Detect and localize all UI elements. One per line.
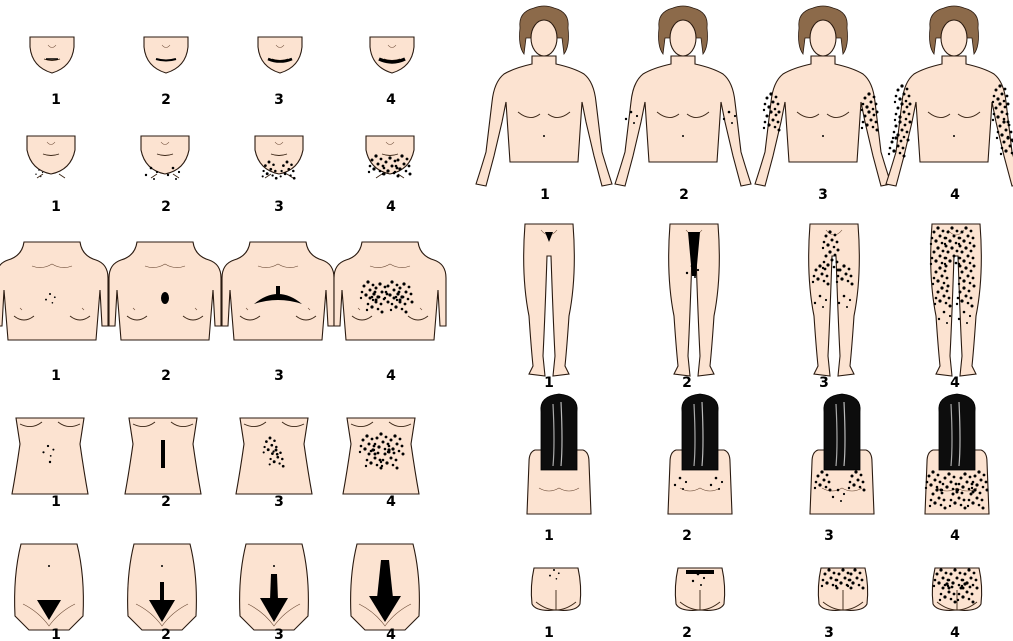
upper-arm-label-2: 2 [679, 187, 689, 203]
lower-abdomen-figure-4 [351, 544, 420, 630]
lower-abdomen-label-3: 3 [274, 627, 284, 641]
chin-figure-1 [27, 136, 75, 178]
upper-back-label-4: 4 [950, 528, 960, 544]
lower-abdomen-figure-1 [15, 544, 84, 630]
lower-abdomen-figure-3 [240, 544, 309, 630]
row-upper-arm: 1 2 3 4 [476, 6, 1013, 203]
lower-back-label-2: 2 [682, 625, 692, 641]
upper-lip-figure-3 [258, 37, 302, 73]
chest-label-4: 4 [386, 368, 396, 384]
chest-label-2: 2 [161, 368, 171, 384]
thigh-figure-1 [524, 224, 575, 376]
thigh-figure-3 [809, 224, 860, 376]
upper-back-figure-4 [925, 394, 989, 514]
chest-figure-1 [0, 242, 108, 340]
row-upper-abdomen: 1 2 3 4 [12, 418, 419, 510]
upper-lip-label-4: 4 [386, 92, 396, 108]
chest-label-1: 1 [51, 368, 61, 384]
chest-figure-3 [222, 242, 334, 340]
chin-label-1: 1 [51, 199, 61, 215]
upper-lip-figure-2 [144, 37, 188, 73]
upper-back-figure-1 [527, 394, 591, 514]
upper-abdomen-figure-3 [236, 418, 312, 494]
upper-abdomen-label-1: 1 [51, 494, 61, 510]
upper-abdomen-figure-1 [12, 418, 88, 494]
chin-figure-2 [141, 136, 189, 180]
thigh-label-1: 1 [544, 375, 554, 391]
upper-abdomen-label-4: 4 [386, 494, 396, 510]
upper-back-label-3: 3 [824, 528, 834, 544]
thigh-label-4: 4 [950, 375, 960, 391]
lower-abdomen-figure-2 [128, 544, 197, 630]
lower-back-figure-3 [818, 568, 867, 610]
upper-arm-figure-1 [476, 6, 612, 186]
upper-back-figure-2 [668, 394, 732, 514]
lower-abdomen-label-1: 1 [51, 627, 61, 641]
row-thigh: 1 2 3 4 [524, 224, 982, 391]
upper-lip-figure-4 [370, 37, 414, 73]
chin-figure-4 [366, 136, 414, 178]
chin-label-3: 3 [274, 199, 284, 215]
upper-abdomen-label-2: 2 [161, 494, 171, 510]
upper-arm-figure-2 [615, 6, 751, 186]
upper-arm-label-1: 1 [540, 187, 550, 203]
upper-abdomen-figure-4 [343, 418, 419, 494]
row-chin: 1 2 3 4 [27, 136, 414, 215]
chin-figure-3 [255, 136, 303, 180]
lower-back-figure-2 [675, 568, 724, 610]
upper-arm-label-4: 4 [950, 187, 960, 203]
chin-label-4: 4 [386, 199, 396, 215]
row-lower-back: 1 2 3 4 [531, 568, 981, 641]
lower-back-figure-1 [531, 568, 580, 610]
upper-back-figure-3 [810, 394, 874, 514]
thigh-label-2: 2 [682, 375, 692, 391]
upper-abdomen-label-3: 3 [274, 494, 284, 510]
upper-lip-label-3: 3 [274, 92, 284, 108]
thigh-figure-4 [930, 224, 982, 376]
row-upper-lip: 1 2 3 4 [30, 37, 414, 108]
lower-abdomen-label-2: 2 [161, 627, 171, 641]
upper-back-label-2: 2 [682, 528, 692, 544]
upper-lip-label-1: 1 [51, 92, 61, 108]
lower-abdomen-label-4: 4 [386, 627, 396, 641]
upper-arm-figure-4 [886, 6, 1013, 186]
chest-label-3: 3 [274, 368, 284, 384]
chin-label-2: 2 [161, 199, 171, 215]
upper-back-label-1: 1 [544, 528, 554, 544]
row-lower-abdomen: 1 2 3 4 [15, 544, 420, 641]
row-upper-back: 1 2 3 4 [527, 394, 989, 544]
lower-back-figure-4 [932, 568, 981, 610]
lower-back-label-4: 4 [950, 625, 960, 641]
chest-figure-2 [109, 242, 221, 340]
row-chest: 1 2 3 4 [0, 242, 446, 384]
thigh-figure-2 [669, 224, 720, 376]
upper-arm-label-3: 3 [818, 187, 828, 203]
upper-arm-figure-3 [755, 6, 891, 186]
thigh-label-3: 3 [819, 375, 829, 391]
upper-lip-figure-1 [30, 37, 74, 73]
upper-lip-label-2: 2 [161, 92, 171, 108]
upper-abdomen-figure-2 [125, 418, 201, 494]
chest-figure-4 [334, 242, 446, 340]
lower-back-label-3: 3 [824, 625, 834, 641]
lower-back-label-1: 1 [544, 625, 554, 641]
